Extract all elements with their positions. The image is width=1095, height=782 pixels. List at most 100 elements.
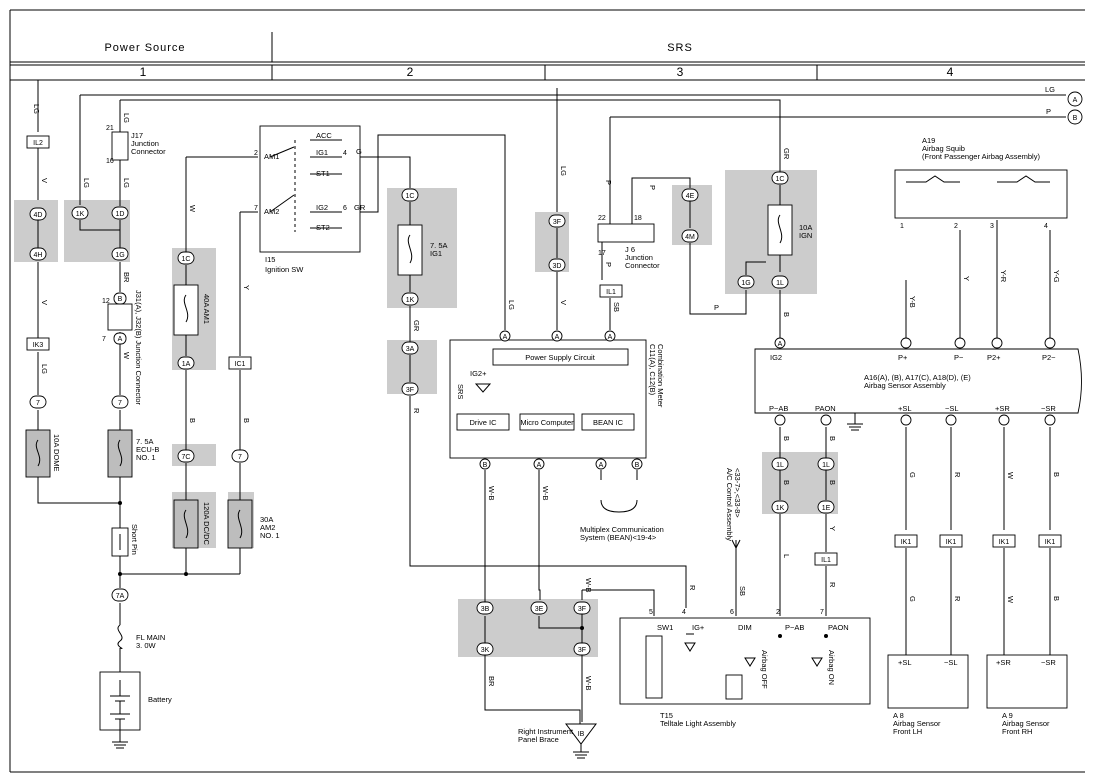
- svg-text:IB: IB: [578, 731, 585, 738]
- svg-text:3: 3: [990, 223, 994, 230]
- svg-text:2: 2: [954, 223, 958, 230]
- svg-text:+SR: +SR: [996, 658, 1011, 667]
- svg-text:10A DOME: 10A DOME: [52, 434, 61, 472]
- svg-text:P: P: [714, 303, 719, 312]
- fuse-ecub: 7. 5A ECU-B NO. 1: [107, 429, 159, 478]
- svg-text:1: 1: [900, 223, 904, 230]
- svg-text:V: V: [40, 300, 49, 305]
- junction-connector-j17: 21 16 J17 Junction Connector: [106, 125, 166, 165]
- svg-text:B: B: [782, 480, 791, 485]
- ignition-switch: AM1 AM2 ACC IG1 ST1 IG2 ST2 2 7 4 6 I15 …: [254, 125, 361, 274]
- svg-text:PAON: PAON: [815, 404, 836, 413]
- multiplex-label-2: System (BEAN)<19-4>: [580, 533, 657, 542]
- svg-text:LG: LG: [32, 104, 41, 114]
- column-2: 2: [407, 65, 414, 79]
- svg-text:ACC: ACC: [316, 131, 332, 140]
- svg-text:R: R: [412, 408, 421, 414]
- svg-text:FL MAIN: FL MAIN: [136, 633, 165, 642]
- svg-text:4: 4: [343, 150, 347, 157]
- airbag-squib: A19 Airbag Squib (Front Passenger Airbag…: [894, 136, 1068, 230]
- svg-text:1K: 1K: [406, 297, 415, 304]
- svg-text:3F: 3F: [406, 387, 414, 394]
- svg-text:J 6: J 6: [625, 245, 635, 254]
- svg-text:P2−: P2−: [1042, 353, 1056, 362]
- svg-text:7: 7: [102, 336, 106, 343]
- svg-text:Front LH: Front LH: [893, 727, 922, 736]
- svg-text:LG: LG: [507, 300, 516, 310]
- svg-text:W-B: W-B: [487, 486, 496, 500]
- svg-text:W: W: [188, 205, 197, 213]
- svg-text:3E: 3E: [535, 606, 544, 613]
- offpage-connector-a[interactable]: A: [1067, 91, 1083, 107]
- svg-text:J17: J17: [131, 131, 143, 140]
- svg-text:W: W: [1006, 472, 1015, 480]
- svg-text:A19: A19: [922, 136, 935, 145]
- svg-text:IG+: IG+: [692, 623, 705, 632]
- svg-text:Drive IC: Drive IC: [469, 418, 497, 427]
- svg-text:AM2: AM2: [264, 207, 279, 216]
- svg-text:LG: LG: [82, 178, 91, 188]
- svg-text:LG: LG: [40, 364, 49, 374]
- svg-text:B: B: [828, 480, 837, 485]
- svg-text:BEAN IC: BEAN IC: [593, 418, 624, 427]
- svg-text:LG: LG: [122, 178, 131, 188]
- telltale-light-assembly: SW1 IG+ DIM P−AB PAON 5 4 6 2 7 Airbag O…: [619, 609, 871, 728]
- junction-connector-j6: 22 18 17 J 6 Junction Connector: [597, 215, 660, 270]
- svg-text:Micro Computer: Micro Computer: [520, 418, 574, 427]
- svg-text:7: 7: [254, 205, 258, 212]
- offpage-connector-b[interactable]: B: [1067, 109, 1083, 125]
- svg-text:ST1: ST1: [316, 169, 330, 178]
- svg-text:1G: 1G: [115, 252, 124, 259]
- svg-text:B: B: [1052, 596, 1061, 601]
- svg-text:P: P: [604, 262, 613, 267]
- svg-text:Short Pin: Short Pin: [130, 524, 139, 555]
- svg-text:DIM: DIM: [738, 623, 752, 632]
- airbag-sensor-assembly: IG2 P+ P− P2+ P2− A16(A), (B), A17(C), A…: [754, 348, 1082, 414]
- svg-text:120A DC/DC: 120A DC/DC: [202, 502, 211, 546]
- bean-ic: [581, 413, 635, 431]
- svg-text:R: R: [688, 585, 697, 591]
- svg-text:Battery: Battery: [148, 695, 172, 704]
- fuse-ig1: 7. 5A IG1: [397, 224, 448, 276]
- svg-text:21: 21: [106, 125, 114, 132]
- svg-text:40A AM1: 40A AM1: [202, 294, 211, 324]
- svg-text:V: V: [40, 178, 49, 183]
- svg-text:SB: SB: [738, 586, 747, 596]
- svg-text:1D: 1D: [116, 211, 125, 218]
- svg-text:P−AB: P−AB: [785, 623, 804, 632]
- svg-text:Ignition SW: Ignition SW: [265, 265, 304, 274]
- column-3: 3: [677, 65, 684, 79]
- svg-text:I15: I15: [265, 255, 275, 264]
- svg-text:P2+: P2+: [987, 353, 1001, 362]
- svg-text:SW1: SW1: [657, 623, 673, 632]
- svg-text:1L: 1L: [822, 462, 830, 469]
- drive-ic: [456, 413, 510, 431]
- svg-text:1L: 1L: [776, 462, 784, 469]
- instrument-panel-ground: IB Right Instrument Panel Brace: [518, 723, 597, 759]
- svg-text:5: 5: [649, 609, 653, 616]
- svg-text:A: A: [608, 334, 613, 341]
- svg-text:W-B: W-B: [584, 578, 593, 592]
- svg-text:22: 22: [598, 215, 606, 222]
- splices: [118, 501, 828, 638]
- svg-text:P−AB: P−AB: [769, 404, 788, 413]
- svg-text:Airbag Sensor: Airbag Sensor: [893, 719, 941, 728]
- svg-text:A: A: [599, 462, 604, 469]
- svg-text:Airbag Sensor: Airbag Sensor: [1002, 719, 1050, 728]
- svg-text:3B: 3B: [481, 606, 490, 613]
- svg-text:2: 2: [776, 609, 780, 616]
- svg-text:A 8: A 8: [893, 711, 904, 720]
- short-pin: Short Pin: [111, 524, 139, 557]
- svg-text:NO. 1: NO. 1: [136, 453, 156, 462]
- svg-text:1G: 1G: [741, 280, 750, 287]
- svg-text:7: 7: [36, 400, 40, 407]
- svg-text:B: B: [242, 418, 251, 423]
- svg-text:IL1: IL1: [821, 557, 831, 564]
- svg-text:C11(A), C12(B): C11(A), C12(B): [648, 344, 657, 396]
- svg-text:T15: T15: [660, 711, 673, 720]
- battery: Battery: [99, 671, 172, 731]
- svg-text:1A: 1A: [182, 361, 191, 368]
- svg-text:+SR: +SR: [995, 404, 1010, 413]
- svg-text:A/C Control Assembly: A/C Control Assembly: [725, 468, 734, 541]
- svg-text:G: G: [908, 596, 917, 602]
